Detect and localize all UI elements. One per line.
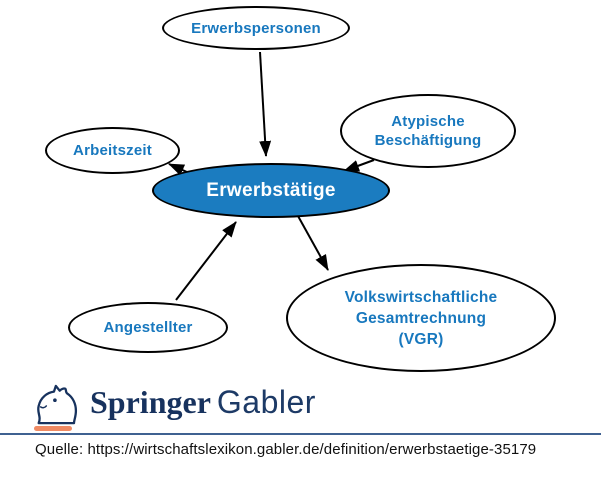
logo-text-springer: Springer — [90, 384, 211, 420]
node-erwerbstaetige-center[interactable]: Erwerbstätige — [152, 163, 390, 218]
node-vgr[interactable]: Volkswirtschaftliche Gesamtrechnung (VGR… — [286, 264, 556, 372]
logo-orange-underline — [34, 426, 72, 431]
node-atypische-line2: Beschäftigung — [374, 132, 482, 149]
center-node-label: Erwerbstätige — [206, 179, 336, 201]
node-atypische-beschaeftigung[interactable]: Atypische Beschäftigung — [340, 94, 516, 168]
node-angestellter[interactable]: Angestellter — [68, 302, 228, 353]
logo-text-gabler: Gabler — [216, 384, 316, 420]
node-vgr-line1: Volkswirtschaftliche — [344, 288, 498, 306]
arrow-erwerbspersonen-to-center — [259, 51, 272, 157]
node-arbeitszeit-label: Arbeitszeit — [73, 142, 152, 159]
arrow-angestellter-to-center — [175, 221, 237, 301]
node-vgr-line2: Gesamtrechnung — [355, 309, 487, 327]
source-citation: Quelle: https://wirtschaftslexikon.gable… — [35, 441, 537, 458]
node-angestellter-label: Angestellter — [103, 319, 193, 336]
node-erwerbspersonen-label: Erwerbspersonen — [191, 19, 321, 37]
footer-divider-line — [0, 433, 601, 435]
node-erwerbspersonen[interactable]: Erwerbspersonen — [162, 6, 350, 50]
arrow-center-to-vgr — [297, 215, 329, 271]
node-arbeitszeit[interactable]: Arbeitszeit — [45, 127, 180, 174]
node-vgr-line3: (VGR) — [398, 330, 444, 348]
springer-horse-icon — [37, 384, 78, 425]
node-atypische-line1: Atypische — [391, 113, 465, 130]
